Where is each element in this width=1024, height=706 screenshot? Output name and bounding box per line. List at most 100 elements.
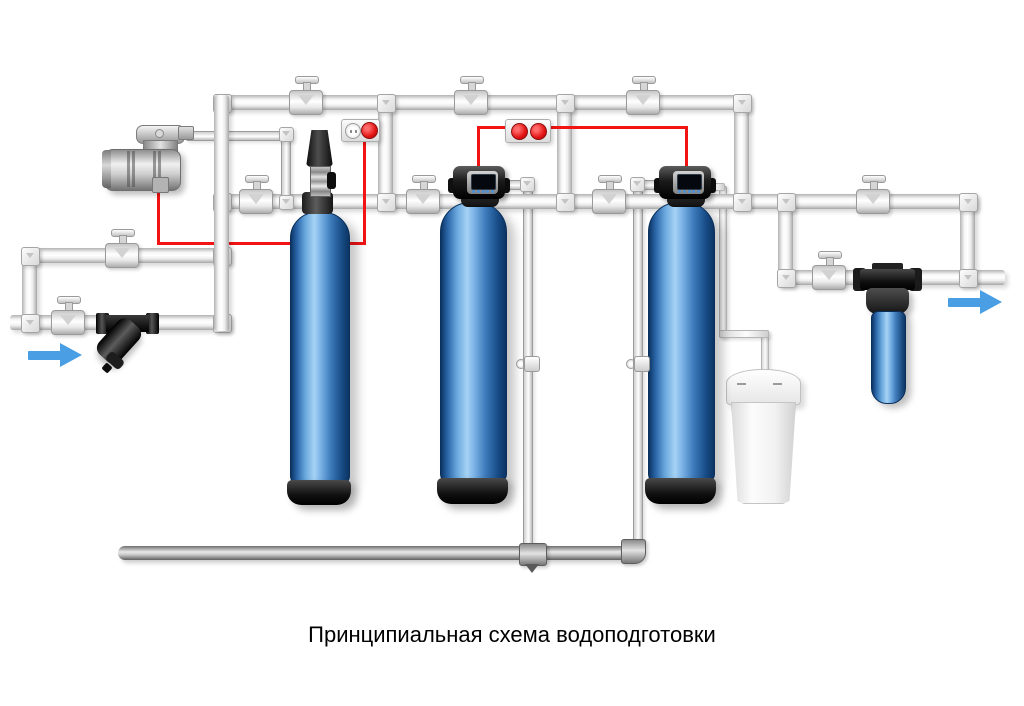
tee-inlet-left	[21, 314, 40, 333]
cartridge-filter-body	[871, 311, 906, 404]
drain-valve-1	[516, 355, 540, 372]
filter-column-right-base	[645, 478, 716, 504]
aeration-column-collar	[302, 192, 333, 214]
power-wire-compressor-horizontal	[157, 242, 366, 245]
pipe-outlet-bypass-left-drop	[778, 196, 793, 285]
power-wire-valve2-vertical	[477, 126, 480, 168]
gate-valve-top-2	[454, 76, 488, 116]
aeration-column-body	[290, 212, 350, 485]
tee-outlet-bypass	[777, 193, 796, 212]
control-valve-left	[453, 166, 505, 199]
elbow-outlet-lower-left	[777, 269, 796, 288]
drain-tee-spout	[525, 564, 539, 573]
control-valve-right-buttons	[678, 190, 700, 193]
gate-valve-inlet-bypass	[105, 229, 139, 269]
tee-outlet-lower-right	[959, 269, 978, 288]
filter-column-left-base	[437, 478, 508, 504]
elbow-air-line	[279, 127, 294, 142]
y-strainer-flange-r	[146, 313, 159, 334]
brine-tank-body	[731, 402, 796, 504]
compressor-rib-1	[127, 151, 130, 187]
air-injection-valve-lever	[327, 172, 336, 189]
pipe-outlet-bypass-right-drop	[960, 196, 975, 285]
compressor-power-tab	[152, 177, 169, 193]
air-line-horizontal	[186, 131, 288, 141]
brine-tank-lid-mark-2	[773, 383, 782, 385]
compressor-end-cap	[102, 150, 111, 188]
socket-empty	[345, 123, 361, 139]
elbow-inlet-bypass-left	[21, 247, 40, 266]
pipe-inlet-bypass-left-drop	[22, 249, 37, 331]
gate-valve-top-1	[289, 76, 323, 116]
compressor-body	[104, 149, 181, 191]
filter-column-right-body	[648, 202, 715, 483]
filter-column-left-body	[440, 202, 507, 483]
elbow-drain-2	[630, 177, 645, 192]
control-valve-right-screen	[677, 174, 702, 190]
power-outlet-double	[505, 119, 551, 143]
aeration-column-base	[287, 480, 351, 505]
power-wire-compressor-vertical	[363, 137, 366, 245]
gate-valve-second-2	[406, 175, 440, 215]
control-valve-left-neck	[461, 196, 499, 207]
pipe-riser-c	[734, 96, 749, 208]
compressor	[100, 123, 195, 193]
control-valve-right	[659, 166, 711, 199]
outlet-arrow-shaft	[948, 298, 982, 307]
tee-second-a	[377, 193, 396, 212]
control-valve-right-neck	[667, 196, 705, 207]
air-line-vertical	[281, 132, 291, 200]
plug-valve-left	[511, 123, 528, 140]
brine-line-horizontal	[719, 330, 769, 338]
y-strainer-flange-l	[96, 313, 109, 334]
gate-valve-outlet-bypass	[856, 175, 890, 215]
cartridge-filter-head-tabs	[872, 263, 903, 271]
drain-tee-fitting	[519, 543, 547, 566]
diagram-caption: Принципиальная схема водоподготовки	[308, 622, 716, 647]
elbow-drain-1	[520, 177, 535, 192]
drain-collector-pipe	[118, 546, 634, 560]
plug-valve-right	[530, 123, 547, 140]
gate-valve-second-1	[239, 175, 273, 215]
control-valve-left-screen	[471, 174, 496, 190]
gate-valve-inlet	[51, 296, 85, 336]
brine-tank-lid	[726, 369, 801, 405]
drain-valve-2	[626, 355, 650, 372]
pipe-riser-a	[378, 96, 393, 208]
inlet-arrow-head	[60, 343, 82, 367]
cartridge-filter-head-bar	[860, 269, 915, 290]
power-outlet-single	[341, 119, 380, 142]
elbow-outlet-top-right	[959, 193, 978, 212]
power-wire-valve3-vertical	[685, 126, 688, 168]
compressor-head-emblem	[155, 129, 164, 138]
power-wire-valve2-horizontal	[478, 126, 519, 129]
elbow-top-right	[733, 94, 752, 113]
gate-valve-outlet-lower	[812, 251, 846, 291]
control-valve-right-port-l	[654, 178, 663, 193]
tee-air-line	[279, 195, 294, 210]
compressor-rib-2	[132, 151, 135, 187]
control-valve-right-port-r	[707, 178, 716, 193]
tee-second-c	[733, 193, 752, 212]
pipe-left-riser	[214, 95, 229, 331]
outlet-arrow-head	[980, 290, 1002, 314]
tee-top-b	[556, 94, 575, 113]
gate-valve-top-3	[626, 76, 660, 116]
control-valve-left-buttons	[472, 190, 494, 193]
tee-second-b	[556, 193, 575, 212]
power-wire-compressor-riser	[157, 188, 160, 244]
power-wire-valve3-horizontal	[535, 126, 687, 129]
inlet-arrow-shaft	[28, 351, 62, 360]
control-valve-left-port-l	[448, 178, 457, 193]
pipe-riser-b	[557, 96, 572, 208]
compressor-rib-4	[158, 151, 161, 187]
plug-compressor	[361, 122, 378, 139]
gate-valve-second-3	[592, 175, 626, 215]
control-valve-left-port-r	[501, 178, 510, 193]
drain-elbow-fitting	[621, 539, 646, 564]
compressor-rib-3	[153, 151, 156, 187]
cartridge-filter-cap	[866, 288, 909, 314]
tee-top-a	[377, 94, 396, 113]
compressor-outlet-port	[178, 126, 194, 140]
